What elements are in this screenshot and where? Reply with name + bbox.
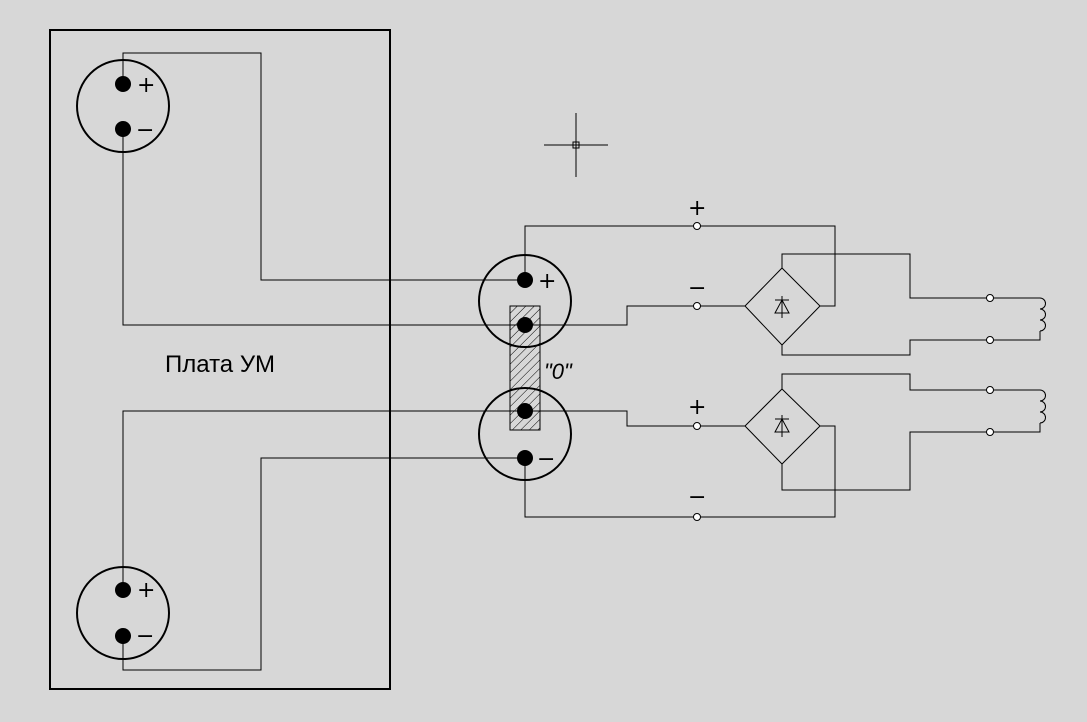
terminal-minus-top (693, 302, 701, 310)
winding-top-terminal-a (986, 294, 994, 302)
right-bottom-minus-symbol: − (537, 447, 555, 472)
winding-bottom-terminal-a (986, 386, 994, 394)
transformer-winding-top (994, 297, 1046, 341)
power-wires (524, 225, 836, 518)
transformer-winding-bottom (994, 389, 1046, 433)
terminal-minus-bottom (693, 513, 701, 521)
terminal-plus-top-symbol: + (688, 196, 706, 221)
terminal-plus-top (693, 222, 701, 230)
board-bottom-minus-symbol: − (136, 624, 154, 649)
winding-top-terminal-b (986, 336, 994, 344)
right-top-plus-symbol: + (538, 269, 556, 294)
terminal-plus-bottom (693, 422, 701, 430)
diode-bridge-bottom (744, 388, 821, 465)
diode-bridge-top (744, 267, 821, 346)
amplifier-board (49, 29, 391, 690)
crosshair-cursor-icon (544, 113, 608, 177)
winding-bottom-terminal-b (986, 428, 994, 436)
ground-label: "0" (544, 359, 573, 384)
board-bottom-plus-symbol: + (137, 578, 155, 603)
board-label: Плата УМ (165, 351, 275, 378)
board-wires (122, 52, 525, 671)
ac-wires (781, 253, 990, 491)
terminal-plus-bottom-symbol: + (688, 395, 706, 420)
terminal-minus-bottom-symbol: − (688, 485, 706, 510)
board-top-minus-symbol: − (136, 118, 154, 143)
board-top-plus-symbol: + (137, 73, 155, 98)
terminal-minus-top-symbol: − (688, 276, 706, 301)
